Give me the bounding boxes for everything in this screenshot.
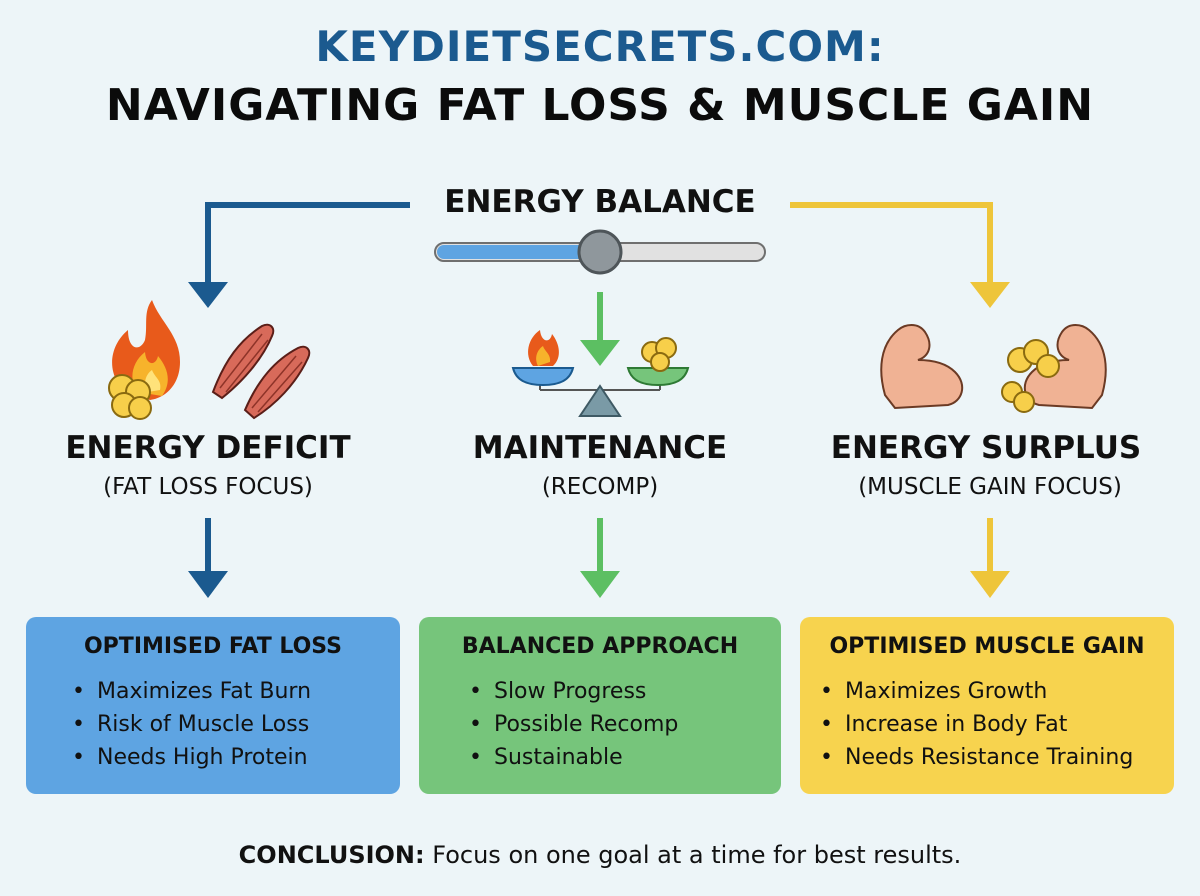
list-item: Needs High Protein [72, 741, 311, 774]
bullet-list: Maximizes Growth Increase in Body Fat Ne… [820, 675, 1133, 774]
slider-knob[interactable] [577, 229, 623, 275]
site-title: KEYDIETSECRETS.COM: [315, 22, 885, 71]
card-muscle-gain: OPTIMISED MUSCLE GAIN Maximizes Growth I… [800, 617, 1174, 794]
card-title: OPTIMISED MUSCLE GAIN [829, 634, 1145, 659]
deficit-title: ENERGY DEFICIT [65, 430, 351, 466]
card-title: BALANCED APPROACH [461, 634, 739, 659]
flexed-arm-icon [880, 324, 1107, 410]
list-item: Slow Progress [469, 675, 678, 708]
conclusion-lead: CONCLUSION: [238, 841, 425, 869]
arrow-deficit-to-card [188, 518, 228, 598]
arrow-to-maintenance [580, 292, 620, 366]
page-title: NAVIGATING FAT LOSS & MUSCLE GAIN [105, 80, 1095, 131]
list-item: Sustainable [469, 741, 678, 774]
energy-balance-slider[interactable] [434, 229, 766, 275]
arrow-to-surplus [790, 202, 1010, 308]
arrow-to-deficit [188, 202, 410, 308]
fat-cell-icon [108, 374, 152, 420]
list-item: Maximizes Fat Burn [72, 675, 311, 708]
fat-cell-icon-surplus [1001, 339, 1060, 413]
card-fat-loss: OPTIMISED FAT LOSS Maximizes Fat Burn Ri… [26, 617, 400, 794]
surplus-title: ENERGY SURPLUS [830, 430, 1142, 466]
card-balanced: BALANCED APPROACH Slow Progress Possible… [419, 617, 781, 794]
list-item: Needs Resistance Training [820, 741, 1133, 774]
surplus-subtitle: (MUSCLE GAIN FOCUS) [858, 474, 1122, 500]
maintenance-title: MAINTENANCE [472, 430, 728, 466]
balance-scale-icon [511, 330, 690, 417]
list-item: Increase in Body Fat [820, 708, 1133, 741]
arrow-surplus-to-card [970, 518, 1010, 598]
conclusion-text: Focus on one goal at a time for best res… [432, 841, 962, 869]
energy-balance-label: ENERGY BALANCE [444, 184, 756, 220]
list-item: Possible Recomp [469, 708, 678, 741]
bullet-list: Maximizes Fat Burn Risk of Muscle Loss N… [72, 675, 311, 774]
maintenance-subtitle: (RECOMP) [541, 474, 659, 500]
card-title: OPTIMISED FAT LOSS [83, 634, 343, 659]
list-item: Maximizes Growth [820, 675, 1133, 708]
deficit-subtitle: (FAT LOSS FOCUS) [103, 474, 313, 500]
arrow-maintenance-to-card [580, 518, 620, 598]
list-item: Risk of Muscle Loss [72, 708, 311, 741]
muscle-fiber-icon [211, 323, 311, 420]
bullet-list: Slow Progress Possible Recomp Sustainabl… [469, 675, 678, 774]
conclusion: CONCLUSION: Focus on one goal at a time … [0, 841, 1200, 869]
